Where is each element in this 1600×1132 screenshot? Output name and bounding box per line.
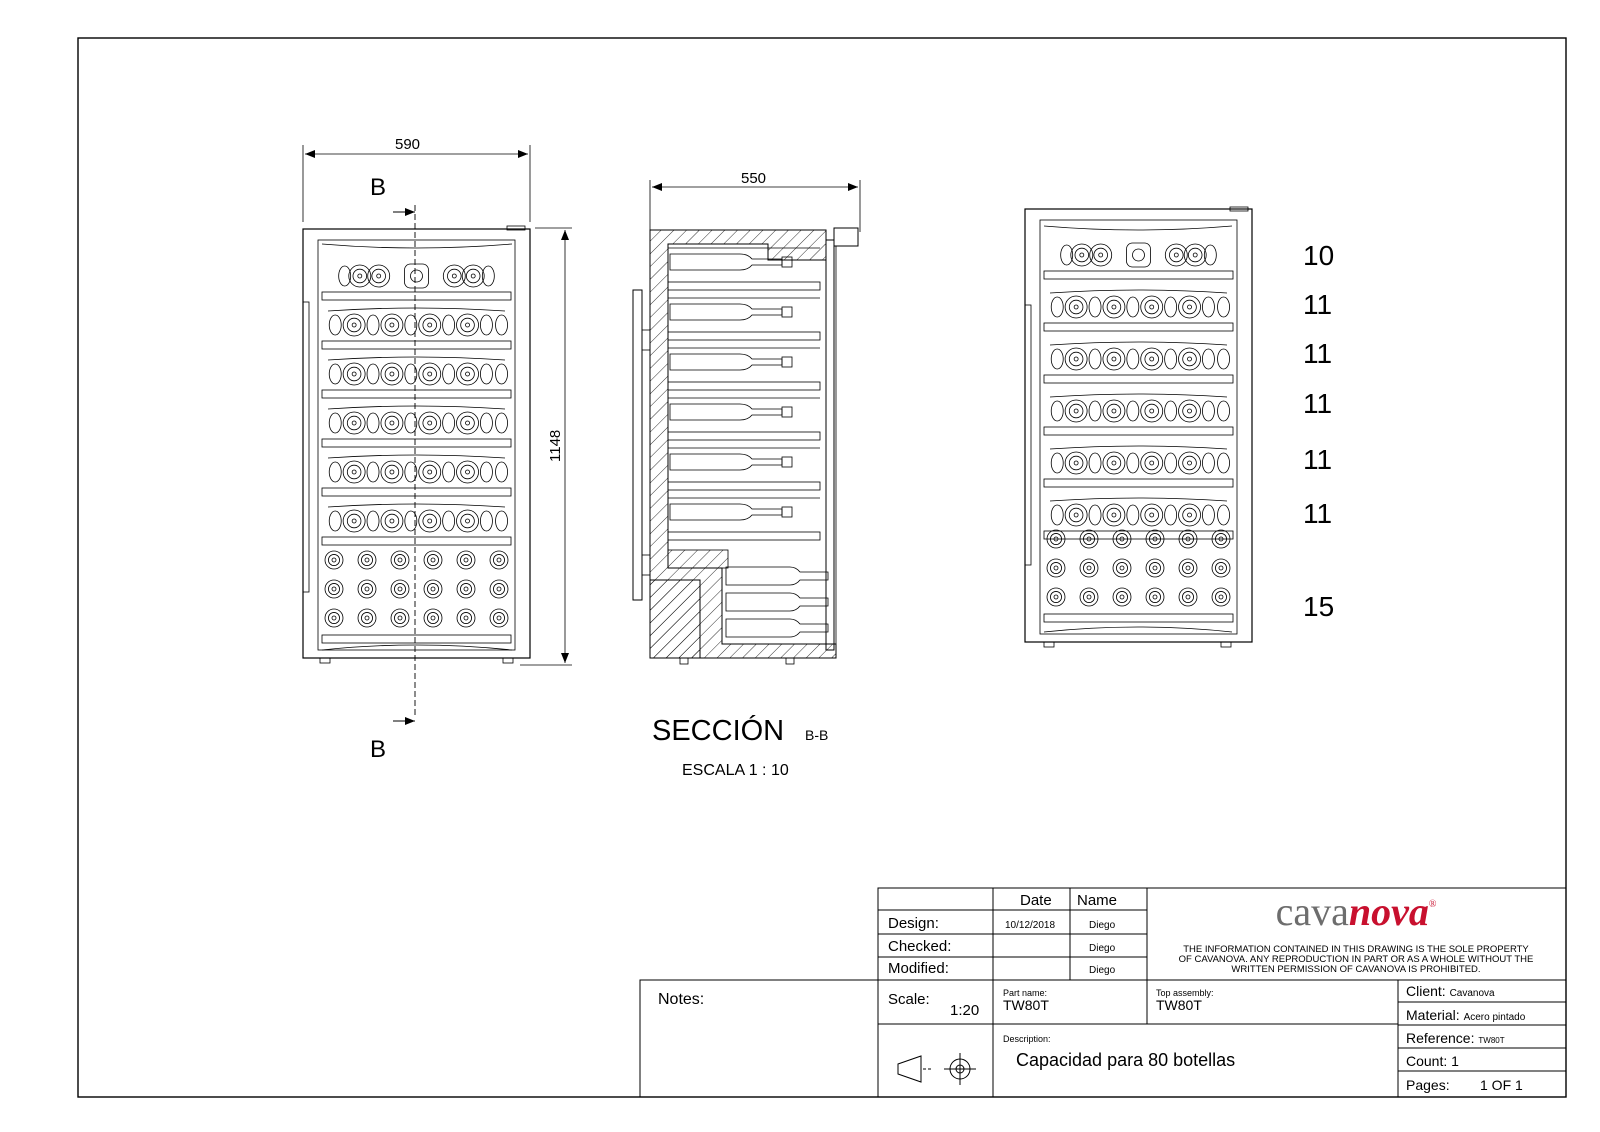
door-handle bbox=[302, 301, 310, 593]
title-block bbox=[639, 887, 1567, 1098]
disclaimer-line-2: OF CAVANOVA. ANY REPRODUCTION IN PART OR… bbox=[1179, 954, 1534, 965]
checked-label: Checked: bbox=[888, 938, 951, 955]
width-dimension: 590 bbox=[395, 136, 420, 153]
client-label: Client: Cavanova bbox=[1406, 983, 1495, 999]
company-logo: cavanova® bbox=[1276, 889, 1437, 934]
design-date: 10/12/2018 bbox=[1005, 920, 1055, 931]
disclaimer-line-1: THE INFORMATION CONTAINED IN THIS DRAWIN… bbox=[1183, 944, 1529, 955]
modified-name: Diego bbox=[1089, 965, 1116, 976]
shelf-count: 10 bbox=[1303, 240, 1334, 271]
shelf-count: 15 bbox=[1303, 591, 1334, 622]
header-name: Name bbox=[1077, 892, 1117, 909]
section-title: SECCIÓN bbox=[652, 714, 784, 747]
part-name-label: Part name: bbox=[1003, 988, 1047, 998]
shelf-count: 11 bbox=[1303, 444, 1332, 475]
sheet-border bbox=[77, 37, 1567, 1098]
description-value: Capacidad para 80 botellas bbox=[1016, 1050, 1235, 1070]
notes-label: Notes: bbox=[658, 991, 704, 1008]
design-name: Diego bbox=[1089, 920, 1116, 931]
count-label: Count: 1 bbox=[1406, 1053, 1459, 1069]
side-section-view: 550 SECCIÓN B-B ESCALA 1 : 10 bbox=[632, 170, 861, 779]
pages-label: Pages:1 OF 1 bbox=[1406, 1077, 1523, 1093]
part-name-value: TW80T bbox=[1003, 997, 1049, 1013]
shelf-count: 11 bbox=[1303, 388, 1332, 419]
disclaimer-line-3: WRITTEN PERMISSION OF CAVANOVA IS PROHIB… bbox=[1231, 964, 1480, 975]
section-label-bottom: B bbox=[370, 736, 386, 763]
title-block-text: Date Name Design: 10/12/2018 Diego Check… bbox=[658, 889, 1533, 1093]
header-date: Date bbox=[1020, 892, 1052, 909]
design-label: Design: bbox=[888, 915, 939, 932]
section-label-top: B bbox=[370, 174, 386, 201]
front-view: 590 1148 B B bbox=[302, 136, 572, 763]
scale-value: 1:20 bbox=[950, 1002, 979, 1019]
shelf-count: 11 bbox=[1303, 289, 1332, 320]
checked-name: Diego bbox=[1089, 943, 1116, 954]
section-scale: ESCALA 1 : 10 bbox=[682, 762, 789, 779]
material-label: Material: Acero pintado bbox=[1406, 1007, 1526, 1023]
description-label: Description: bbox=[1003, 1034, 1051, 1044]
reference-label: Reference: TW80T bbox=[1406, 1030, 1505, 1046]
top-assembly-label: Top assembly: bbox=[1156, 988, 1214, 998]
scale-label: Scale: bbox=[888, 991, 930, 1008]
capacity-cabinet-outline bbox=[1024, 208, 1253, 643]
section-title-suffix: B-B bbox=[805, 727, 828, 743]
shelf-count: 11 bbox=[1303, 338, 1332, 369]
projection-symbol-icon bbox=[897, 1053, 976, 1085]
depth-dimension: 550 bbox=[741, 170, 766, 187]
top-assembly-value: TW80T bbox=[1156, 997, 1202, 1013]
capacity-view: 10 11 11 11 11 11 15 bbox=[1024, 206, 1334, 648]
shelf-count: 11 bbox=[1303, 498, 1332, 529]
height-dimension: 1148 bbox=[547, 430, 564, 462]
modified-label: Modified: bbox=[888, 960, 949, 977]
